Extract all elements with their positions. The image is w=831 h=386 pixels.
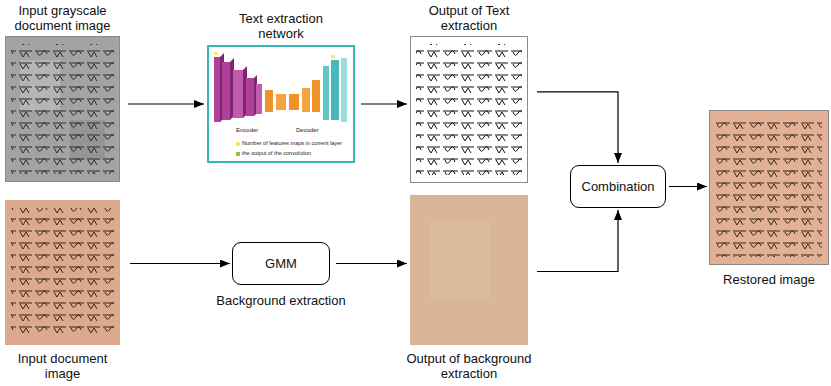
- process-box: Combination: [570, 165, 666, 208]
- flow-arrow: [130, 263, 230, 264]
- feature-tag: [331, 55, 335, 58]
- part-label: Decoder: [296, 127, 319, 134]
- image-panel: Output of Text extraction: [410, 36, 528, 183]
- panel-caption: Text extraction network: [219, 11, 344, 41]
- layer-block: [265, 90, 273, 112]
- flow-arrow: [537, 210, 618, 272]
- layer-block: [289, 94, 299, 110]
- box-label: GMM: [265, 256, 297, 271]
- image-panel: Restored image: [709, 110, 829, 265]
- legend-text: Number of features maps in current layer: [242, 140, 342, 147]
- bottleneck-layers: [265, 80, 320, 112]
- layer-block: [214, 57, 220, 122]
- image-panel: Input document image: [5, 200, 120, 345]
- layer-block: [331, 60, 339, 120]
- panel-caption: Restored image: [707, 272, 831, 287]
- part-label: Encoder: [236, 127, 258, 134]
- panel-caption: Background extraction: [194, 293, 369, 308]
- handwriting: [716, 118, 822, 257]
- image-panel: Input grayscale document image: [5, 36, 120, 182]
- layer-block: [222, 62, 230, 120]
- panel-caption: Input document image: [0, 351, 125, 381]
- flow-arrow: [537, 92, 618, 163]
- flow-arrow: [669, 186, 707, 187]
- layer-block: [341, 58, 347, 122]
- layer-block: [312, 80, 320, 112]
- layer-block: [233, 70, 243, 118]
- layer-block: [323, 66, 329, 120]
- legend-swatch: [236, 142, 240, 146]
- layer-block: [256, 84, 262, 114]
- panel-caption: Output of Text extraction: [407, 3, 532, 33]
- handwriting: [11, 44, 114, 174]
- layer-block: [302, 88, 310, 112]
- handwriting: [11, 208, 114, 338]
- legend-entry: the output of the convolution: [236, 150, 311, 157]
- flow-arrow: [336, 263, 407, 264]
- process-box: GMMBackground extraction: [232, 242, 330, 285]
- legend-swatch: [236, 152, 240, 156]
- panel-caption: Output of background extraction: [399, 351, 539, 381]
- color-page: [5, 200, 120, 345]
- encoder-layers: [214, 53, 262, 122]
- restored-page: [709, 110, 829, 265]
- legend-entry: Number of features maps in current layer: [236, 140, 342, 147]
- paper-texture: [430, 220, 490, 300]
- background-page: [410, 195, 528, 345]
- flow-arrow: [361, 103, 407, 104]
- layer-block: [246, 78, 254, 116]
- feature-tag: [214, 52, 218, 55]
- decoder-layers: [214, 52, 347, 122]
- legend-text: the output of the convolution: [242, 150, 311, 157]
- image-panel: Output of background extraction: [410, 195, 528, 345]
- text-output-page: [410, 36, 528, 183]
- flow-arrow: [128, 103, 204, 104]
- handwriting: [416, 44, 522, 175]
- layer-block: [276, 94, 286, 110]
- panel-caption: Input grayscale document image: [0, 3, 125, 33]
- box-label: Combination: [582, 179, 655, 194]
- network-figure: [207, 45, 355, 163]
- grayscale-page: [5, 36, 120, 182]
